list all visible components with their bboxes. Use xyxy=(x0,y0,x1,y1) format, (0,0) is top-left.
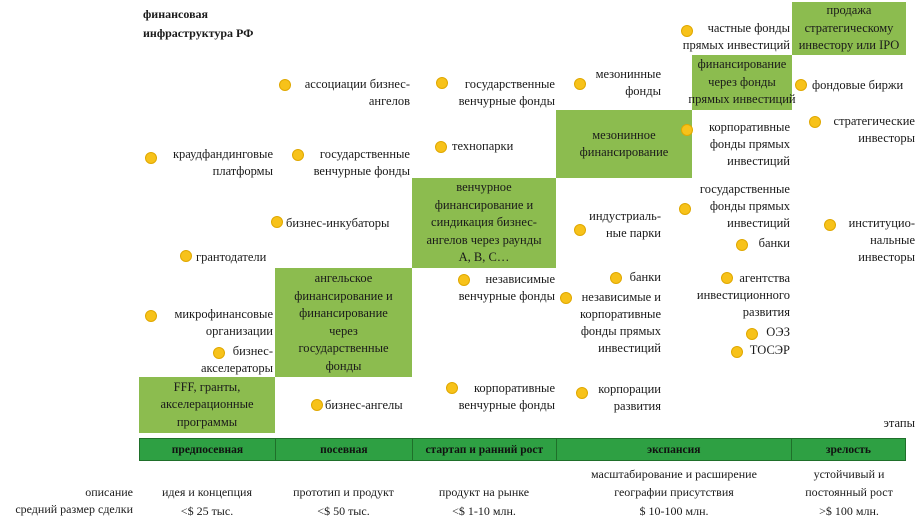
dot-icon xyxy=(610,272,622,284)
dot-icon xyxy=(458,274,470,286)
stage-preseed: предпосевная xyxy=(140,439,276,460)
description-cell: масштабирование и расширение географии п… xyxy=(591,467,757,499)
institution-item: банки xyxy=(758,236,790,250)
dot-icon xyxy=(809,116,821,128)
dot-icon xyxy=(576,387,588,399)
stages-bar: предпосевная посевная стартап и ранний р… xyxy=(139,438,906,461)
description-row: описание идея и концепция прототип и про… xyxy=(0,463,919,501)
deal-size-cell: <$ 1-10 млн. xyxy=(452,504,516,518)
institution-item: ОЭЗ xyxy=(766,325,790,339)
stage-expansion: экспансия xyxy=(557,439,792,460)
dot-icon xyxy=(574,78,586,90)
dot-icon xyxy=(574,224,586,236)
institution-item: независимые и корпоративные фонды прямых… xyxy=(579,290,661,355)
dot-icon xyxy=(746,328,758,340)
dot-icon xyxy=(681,124,693,136)
institution-item: микрофинансовые организации xyxy=(174,307,273,338)
stage-maturity: зрелость xyxy=(825,443,872,456)
dot-icon xyxy=(731,346,743,358)
dot-icon xyxy=(681,25,693,37)
box-fff: FFF, гранты, акселерационные программы xyxy=(139,377,275,433)
deal-size-cell: $ 10-100 млн. xyxy=(639,504,709,518)
box-venture: венчурное финансирование и синдикация би… xyxy=(412,178,556,268)
institution-item: корпоративные венчурные фонды xyxy=(458,381,555,412)
institution-item: агентства инвестиционного развития xyxy=(696,271,790,319)
institution-item: корпоративные фонды прямых инвестиций xyxy=(708,120,790,168)
institution-item: корпорации развития xyxy=(598,382,661,413)
dot-icon xyxy=(271,216,283,228)
description-cell: продукт на рынке xyxy=(438,485,530,499)
deal-size-cell: >$ 100 млн. xyxy=(819,504,879,518)
dot-icon xyxy=(736,239,748,251)
dot-icon xyxy=(311,399,323,411)
institution-item: ассоциации бизнес- ангелов xyxy=(304,77,410,108)
dot-icon xyxy=(679,203,691,215)
dot-icon xyxy=(292,149,304,161)
institution-item: ТОСЭР xyxy=(749,343,790,357)
deal-size-cell: <$ 50 тыс. xyxy=(317,504,370,518)
box-pe: финансирование через фонды прямых инвест… xyxy=(688,55,796,110)
dot-icon xyxy=(446,382,458,394)
description-cell: устойчивый и постоянный рост xyxy=(805,467,893,499)
dot-icon xyxy=(721,272,733,284)
deal-size-row: средний размер сделки <$ 25 тыс. <$ 50 т… xyxy=(0,502,919,519)
dot-icon xyxy=(145,310,157,322)
institution-item: индустриаль- ные парки xyxy=(589,209,661,240)
institution-item: стратегические инвесторы xyxy=(833,114,915,145)
institution-item: независимые венчурные фонды xyxy=(458,272,555,303)
dot-icon xyxy=(145,152,157,164)
stage-startup: стартап и ранний рост xyxy=(413,439,557,460)
stage-seed: посевная xyxy=(276,439,413,460)
institution-item: бизнес-ангелы xyxy=(325,398,403,412)
diagram-title: финансовая инфраструктура РФ xyxy=(143,7,254,40)
institution-item: государственные фонды прямых инвестиций xyxy=(699,182,790,230)
description-cell: прототип и продукт xyxy=(293,485,394,499)
institution-item: технопарки xyxy=(452,139,514,153)
institution-item: мезонинные фонды xyxy=(595,67,661,98)
box-angel: ангельское финансирование и финансирован… xyxy=(275,268,412,377)
dot-icon xyxy=(435,141,447,153)
institution-item: бизнес- акселераторы xyxy=(200,344,273,375)
deal-size-label: средний размер сделки xyxy=(15,502,133,516)
box-mezzanine: мезонинное финансирование xyxy=(556,110,692,178)
institution-item: государственные венчурные фонды xyxy=(313,147,410,178)
institution-item: бизнес-инкубаторы xyxy=(286,216,390,230)
dot-icon xyxy=(180,250,192,262)
dot-icon xyxy=(824,219,836,231)
deal-size-cell: <$ 25 тыс. xyxy=(180,504,234,518)
institution-item: институцио- нальные инвесторы xyxy=(848,216,915,264)
institution-item: банки xyxy=(629,270,661,284)
box-ipo: продажа стратегическому инвестору или IP… xyxy=(792,2,906,55)
institution-item: государственные венчурные фонды xyxy=(458,77,555,108)
institution-item: частные фонды прямых инвестиций xyxy=(682,21,790,52)
dot-icon xyxy=(279,79,291,91)
dot-icon xyxy=(795,79,807,91)
institution-item: краудфандинговые платформы xyxy=(172,147,273,178)
institution-item: грантодатели xyxy=(196,250,267,264)
description-label: описание xyxy=(85,485,133,499)
institution-item: фондовые биржи xyxy=(812,78,904,92)
stages-label: этапы xyxy=(883,416,915,430)
dot-icon xyxy=(436,77,448,89)
description-cell: идея и концепция xyxy=(162,485,252,499)
dot-icon xyxy=(560,292,572,304)
dot-icon xyxy=(213,347,225,359)
